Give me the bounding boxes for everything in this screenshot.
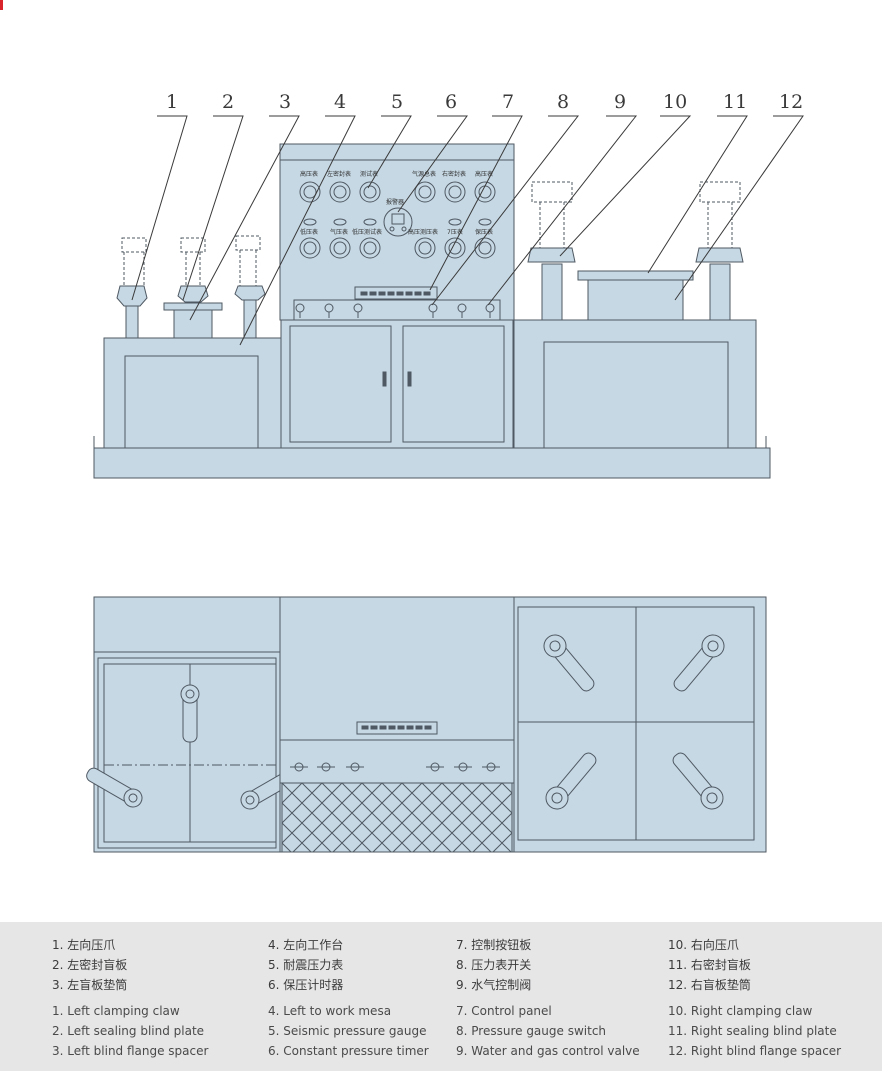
machine-diagram: 1 2 3 4 5 6 7 8 9 10 11 12 高压表 左密封表 测试表 … <box>0 0 804 853</box>
legend-zh-7: 7. 控制按钮板 <box>456 938 532 952</box>
legend-en-1: 1. Left clamping claw <box>52 1004 180 1018</box>
callout-leaders <box>131 115 804 346</box>
legend-en-9: 9. Water and gas control valve <box>456 1044 640 1058</box>
callout-11: 11 <box>723 91 747 113</box>
callout-numbers: 1 2 3 4 5 6 7 8 9 10 11 12 <box>166 91 803 113</box>
gauge-label-bl-1: 气压表 <box>330 228 348 236</box>
gauge-label-bl-2: 低压测试表 <box>352 228 382 236</box>
gauge-label-br-0: 高压测压表 <box>408 228 438 236</box>
callout-10: 10 <box>663 91 687 113</box>
gauge-label-alarm: 报警器 <box>386 198 404 206</box>
callout-6: 6 <box>445 91 457 113</box>
legend-en-2: 2. Left sealing blind plate <box>52 1024 205 1038</box>
gauge-row-top <box>299 181 496 203</box>
cabinet-door-right <box>402 325 505 443</box>
gauge-label-tl-1: 左密封表 <box>327 170 351 178</box>
legend-zh-5: 5. 耐震压力表 <box>268 958 344 972</box>
legend-en-12: 12. Right blind flange spacer <box>668 1044 842 1058</box>
right-clamp-12 <box>695 181 744 321</box>
legend-zh-8: 8. 压力表开关 <box>456 958 532 972</box>
left-blind-plate <box>163 237 223 339</box>
callout-5: 5 <box>391 91 403 113</box>
base-rail <box>93 447 771 479</box>
legend-en-7: 7. Control panel <box>456 1004 552 1018</box>
callout-9: 9 <box>614 91 626 113</box>
legend-panel: 1. 左向压爪 2. 左密封盲板 3. 左盲板垫筒 1. Left clampi… <box>0 922 882 1071</box>
right-topview-claws <box>543 634 725 810</box>
right-blind-plate <box>577 270 694 321</box>
legend-en-10: 10. Right clamping claw <box>668 1004 813 1018</box>
gauge-label-br-2: 保压表 <box>475 228 493 236</box>
legend-en-11: 11. Right sealing blind plate <box>668 1024 837 1038</box>
front-view <box>93 143 771 479</box>
legend-zh-2: 2. 左密封盲板 <box>52 958 128 972</box>
gauge-label-tr-2: 高压表 <box>475 170 493 178</box>
top-valves <box>290 762 500 772</box>
legend-en-4: 4. Left to work mesa <box>268 1004 392 1018</box>
left-clamp-3 <box>234 235 266 339</box>
callout-3: 3 <box>279 91 291 113</box>
callout-12: 12 <box>779 91 803 113</box>
legend-zh-1: 1. 左向压爪 <box>52 938 116 952</box>
gauge-labels: 高压表 左密封表 测试表 气源总表 右密封表 高压表 低压表 气压表 低压测试表… <box>300 170 493 236</box>
legend-zh-4: 4. 左向工作台 <box>268 938 344 952</box>
cabinet-door-left <box>289 325 392 443</box>
control-button-board <box>354 286 438 300</box>
legend-zh-3: 3. 左盲板垫筒 <box>52 978 128 992</box>
legend-en-8: 8. Pressure gauge switch <box>456 1024 607 1038</box>
gauge-label-br-1: 7压表 <box>447 228 463 236</box>
callout-4: 4 <box>334 91 346 113</box>
right-clamp-10 <box>527 181 576 321</box>
legend-zh-10: 10. 右向压爪 <box>668 938 739 952</box>
valve-row <box>295 303 495 318</box>
callout-8: 8 <box>557 91 569 113</box>
gauge-label-tl-0: 高压表 <box>300 170 318 178</box>
panel-switches <box>303 218 492 226</box>
gauge-label-bl-0: 低压表 <box>300 228 318 236</box>
legend-en-6: 6. Constant pressure timer <box>268 1044 429 1058</box>
gauge-label-tr-1: 右密封表 <box>442 170 466 178</box>
gauge-label-tr-0: 气源总表 <box>412 170 436 178</box>
top-view <box>86 596 767 853</box>
timer-unit <box>383 207 413 237</box>
top-control-board <box>356 721 438 735</box>
callout-2: 2 <box>222 91 234 113</box>
gauge-label-tl-2: 测试表 <box>360 170 378 178</box>
herringbone-floor <box>281 782 513 853</box>
left-clamp-1 <box>116 237 148 339</box>
callout-1: 1 <box>166 91 178 113</box>
callout-7: 7 <box>502 91 514 113</box>
legend-en-3: 3. Left blind flange spacer <box>52 1044 209 1058</box>
legend-zh-11: 11. 右密封盲板 <box>668 958 751 972</box>
corner-accent <box>0 0 3 10</box>
legend-zh-6: 6. 保压计时器 <box>268 978 344 992</box>
gauge-row-bottom <box>299 237 496 259</box>
legend-zh-12: 12. 右盲板垫筒 <box>668 978 751 992</box>
legend-zh-9: 9. 水气控制阀 <box>456 978 532 992</box>
legend-en-5: 5. Seismic pressure gauge <box>268 1024 427 1038</box>
